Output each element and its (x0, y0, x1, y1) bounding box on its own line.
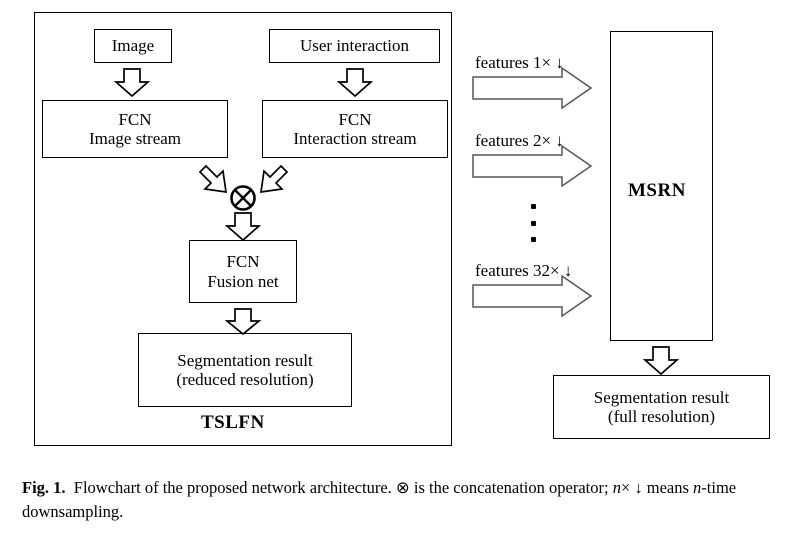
arrow-features-2x (472, 144, 593, 188)
caption-n-italic-1: n (612, 478, 621, 497)
label-features-2x: features 2× ↓ (475, 131, 564, 150)
box-segmentation-reduced-line-1: Segmentation result (177, 350, 313, 370)
arrow-msrn-to-segmentation-full (642, 346, 680, 376)
vertical-ellipsis-icon (530, 204, 536, 242)
caption-text-3: × ↓ means (620, 478, 694, 497)
caption-n-italic-2: n (693, 478, 702, 497)
box-fcn-image-stream-line-1: FCN (118, 109, 152, 129)
box-fcn-image-stream-line-2: Image stream (88, 129, 182, 148)
box-segmentation-full-line-2: (full resolution) (607, 407, 716, 426)
box-fcn-interaction-stream: FCN Interaction stream (262, 100, 448, 158)
box-user-interaction: User interaction (269, 29, 440, 63)
label-features-32x: features 32× ↓ (475, 261, 573, 280)
box-user-interaction-line-1: User interaction (299, 36, 410, 56)
box-fcn-fusion-net-line-1: FCN (226, 252, 260, 272)
tslfn-label: TSLFN (201, 412, 265, 433)
arrow-features-1x (472, 66, 593, 110)
box-image-line-1: Image (111, 36, 155, 56)
box-segmentation-full: Segmentation result (full resolution) (553, 375, 770, 439)
caption-text-4: -time downsampling. (22, 478, 737, 521)
box-image: Image (94, 29, 172, 63)
caption-text-2: is the concatenation operator; (409, 478, 613, 497)
caption-operator-symbol: ⊗ (395, 478, 410, 497)
box-segmentation-reduced: Segmentation result (reduced resolution) (138, 333, 352, 407)
caption-figure-number: Fig. 1. (22, 478, 66, 497)
caption-text-1: Flowchart of the proposed network archit… (73, 478, 396, 497)
label-features-1x: features 1× ↓ (475, 53, 564, 72)
box-fcn-fusion-net: FCN Fusion net (189, 240, 297, 303)
figure-caption: Fig. 1. Flowchart of the proposed networ… (22, 476, 780, 524)
box-fcn-interaction-stream-line-1: FCN (338, 109, 372, 129)
box-fcn-image-stream: FCN Image stream (42, 100, 228, 158)
box-segmentation-full-line-1: Segmentation result (593, 387, 730, 407)
box-segmentation-reduced-line-2: (reduced resolution) (176, 370, 314, 389)
box-fcn-fusion-net-line-2: Fusion net (207, 271, 279, 291)
box-fcn-interaction-stream-line-2: Interaction stream (293, 129, 417, 148)
arrow-features-32x (472, 274, 593, 318)
msrn-label: MSRN (628, 180, 686, 201)
box-msrn (610, 31, 713, 341)
